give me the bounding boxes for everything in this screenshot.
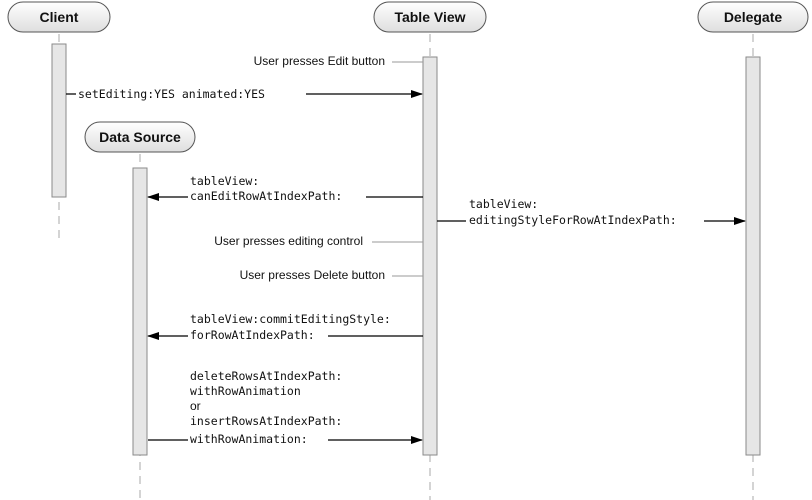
can-edit-label-line-1: tableView: bbox=[190, 174, 259, 188]
set-editing-label-bg bbox=[76, 85, 306, 103]
delete-insert-label-or: or bbox=[190, 399, 201, 413]
event-editing-control: User presses editing control bbox=[214, 234, 363, 248]
table-view-title: Table View bbox=[394, 9, 465, 25]
message-set-editing: setEditing:YES animated:YES bbox=[66, 85, 423, 103]
can-edit-label-line-2-overlay: canEditRowAtIndexPath: bbox=[190, 189, 342, 203]
participant-client: Client bbox=[7, 1, 111, 33]
lifelines bbox=[58, 34, 754, 500]
delegate-activation bbox=[745, 56, 761, 456]
can-edit-label-bg bbox=[188, 190, 366, 204]
commit-editing-label-line-2: forRowAtIndexPath: bbox=[190, 328, 315, 342]
message-editing-style: tableView: editingStyleForRowAtIndexPath… bbox=[437, 197, 746, 227]
delegate-title: Delegate bbox=[724, 9, 783, 25]
delete-insert-label-line-1: deleteRowsAtIndexPath: bbox=[190, 369, 342, 383]
message-delete-insert: deleteRowsAtIndexPath: withRowAnimation … bbox=[148, 369, 423, 446]
participant-delegate: Delegate bbox=[697, 1, 809, 33]
delete-insert-label-line-2: withRowAnimation bbox=[190, 384, 301, 398]
client-activation bbox=[51, 43, 67, 198]
user-events: User presses Edit button User presses ed… bbox=[214, 54, 423, 282]
set-editing-label: setEditing:YES animated:YES bbox=[78, 87, 265, 101]
commit-editing-label-line-1: tableView:commitEditingStyle: bbox=[190, 312, 391, 326]
data-source-activation bbox=[132, 167, 148, 456]
message-commit-editing: tableView:commitEditingStyle: forRowAtIn… bbox=[147, 312, 423, 343]
table-view-activation bbox=[422, 56, 438, 456]
event-edit-button: User presses Edit button bbox=[254, 54, 385, 68]
delete-insert-label-bg bbox=[188, 432, 328, 446]
delete-insert-label-line-4: insertRowsAtIndexPath: bbox=[190, 414, 342, 428]
editing-style-label-line-1: tableView: bbox=[469, 197, 538, 211]
participant-data-source: Data Source bbox=[84, 121, 196, 153]
message-can-edit: tableView: canEditRowAtIndexPath: bbox=[147, 174, 423, 204]
client-title: Client bbox=[40, 9, 79, 25]
delete-insert-label-line-5: withRowAnimation: bbox=[190, 432, 308, 446]
data-source-title: Data Source bbox=[99, 129, 181, 145]
commit-editing-label-bg bbox=[188, 329, 328, 343]
editing-style-label-line-2: editingStyleForRowAtIndexPath: bbox=[469, 213, 677, 227]
activation-bars bbox=[51, 43, 761, 456]
editing-style-label-bg bbox=[466, 213, 704, 227]
event-delete-button: User presses Delete button bbox=[240, 268, 385, 282]
participant-table-view: Table View bbox=[373, 1, 487, 33]
